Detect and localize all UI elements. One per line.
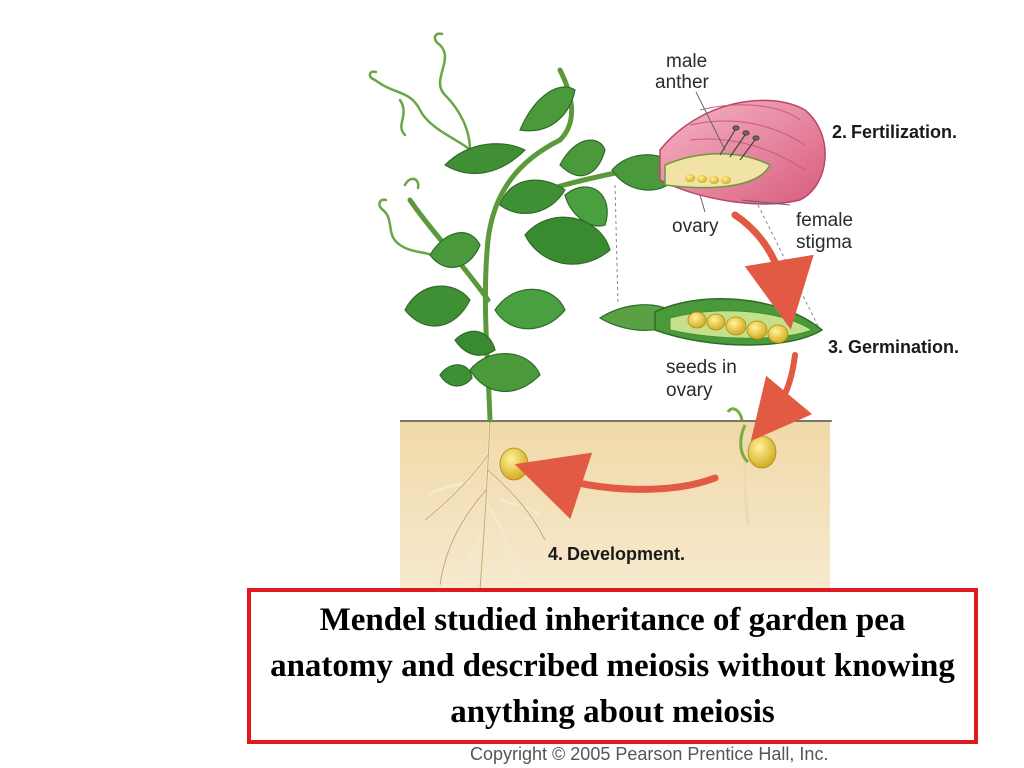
step-fertilization-label: Fertilization. bbox=[851, 122, 957, 142]
label-male-anther-line1: male bbox=[666, 51, 707, 72]
ovary-seed-2 bbox=[697, 175, 707, 183]
pod-seed-3 bbox=[725, 316, 747, 336]
pea-pod bbox=[598, 298, 824, 346]
label-male-anther-line2: anther bbox=[655, 72, 710, 93]
label-female-stigma-line1: female bbox=[796, 210, 853, 231]
label-female-stigma-line2: stigma bbox=[796, 232, 852, 253]
label-seeds-in-ovary-line2: ovary bbox=[666, 380, 713, 401]
ovary-seed-3 bbox=[709, 176, 719, 184]
copyright-notice: Copyright © 2005 Pearson Prentice Hall, … bbox=[470, 744, 829, 764]
arrow-seed-to-development bbox=[514, 452, 719, 520]
cycle-arrows bbox=[514, 211, 814, 520]
caption-text: Mendel studied inheritance of garden pea… bbox=[270, 602, 955, 730]
pod-seed-5 bbox=[767, 324, 789, 344]
arrow-fertilization-to-germination bbox=[731, 211, 814, 330]
anthers bbox=[719, 125, 760, 161]
label-seeds-in-ovary-line1: seeds in bbox=[666, 357, 737, 378]
step-germination-label: Germination. bbox=[848, 337, 959, 357]
label-ovary: ovary bbox=[672, 216, 719, 237]
plant-seed bbox=[499, 447, 529, 481]
ovary-seed-4 bbox=[721, 176, 731, 184]
step-development-label: Development. bbox=[567, 544, 685, 564]
caption-box: Mendel studied inheritance of garden pea… bbox=[247, 588, 978, 744]
pod-seed-1 bbox=[687, 311, 707, 329]
plant-leaves bbox=[404, 86, 611, 392]
pod-seed-4 bbox=[746, 320, 768, 340]
step-fertilization-number: 2. bbox=[832, 122, 847, 142]
ovary-seed-1 bbox=[685, 174, 695, 182]
pod-seed-2 bbox=[706, 313, 726, 331]
step-development-number: 4. bbox=[548, 544, 563, 564]
arrow-germination-to-seed bbox=[750, 352, 813, 442]
step-germination-number: 3. bbox=[828, 337, 843, 357]
pea-flower bbox=[611, 91, 826, 213]
plant-tendrils bbox=[368, 32, 472, 262]
